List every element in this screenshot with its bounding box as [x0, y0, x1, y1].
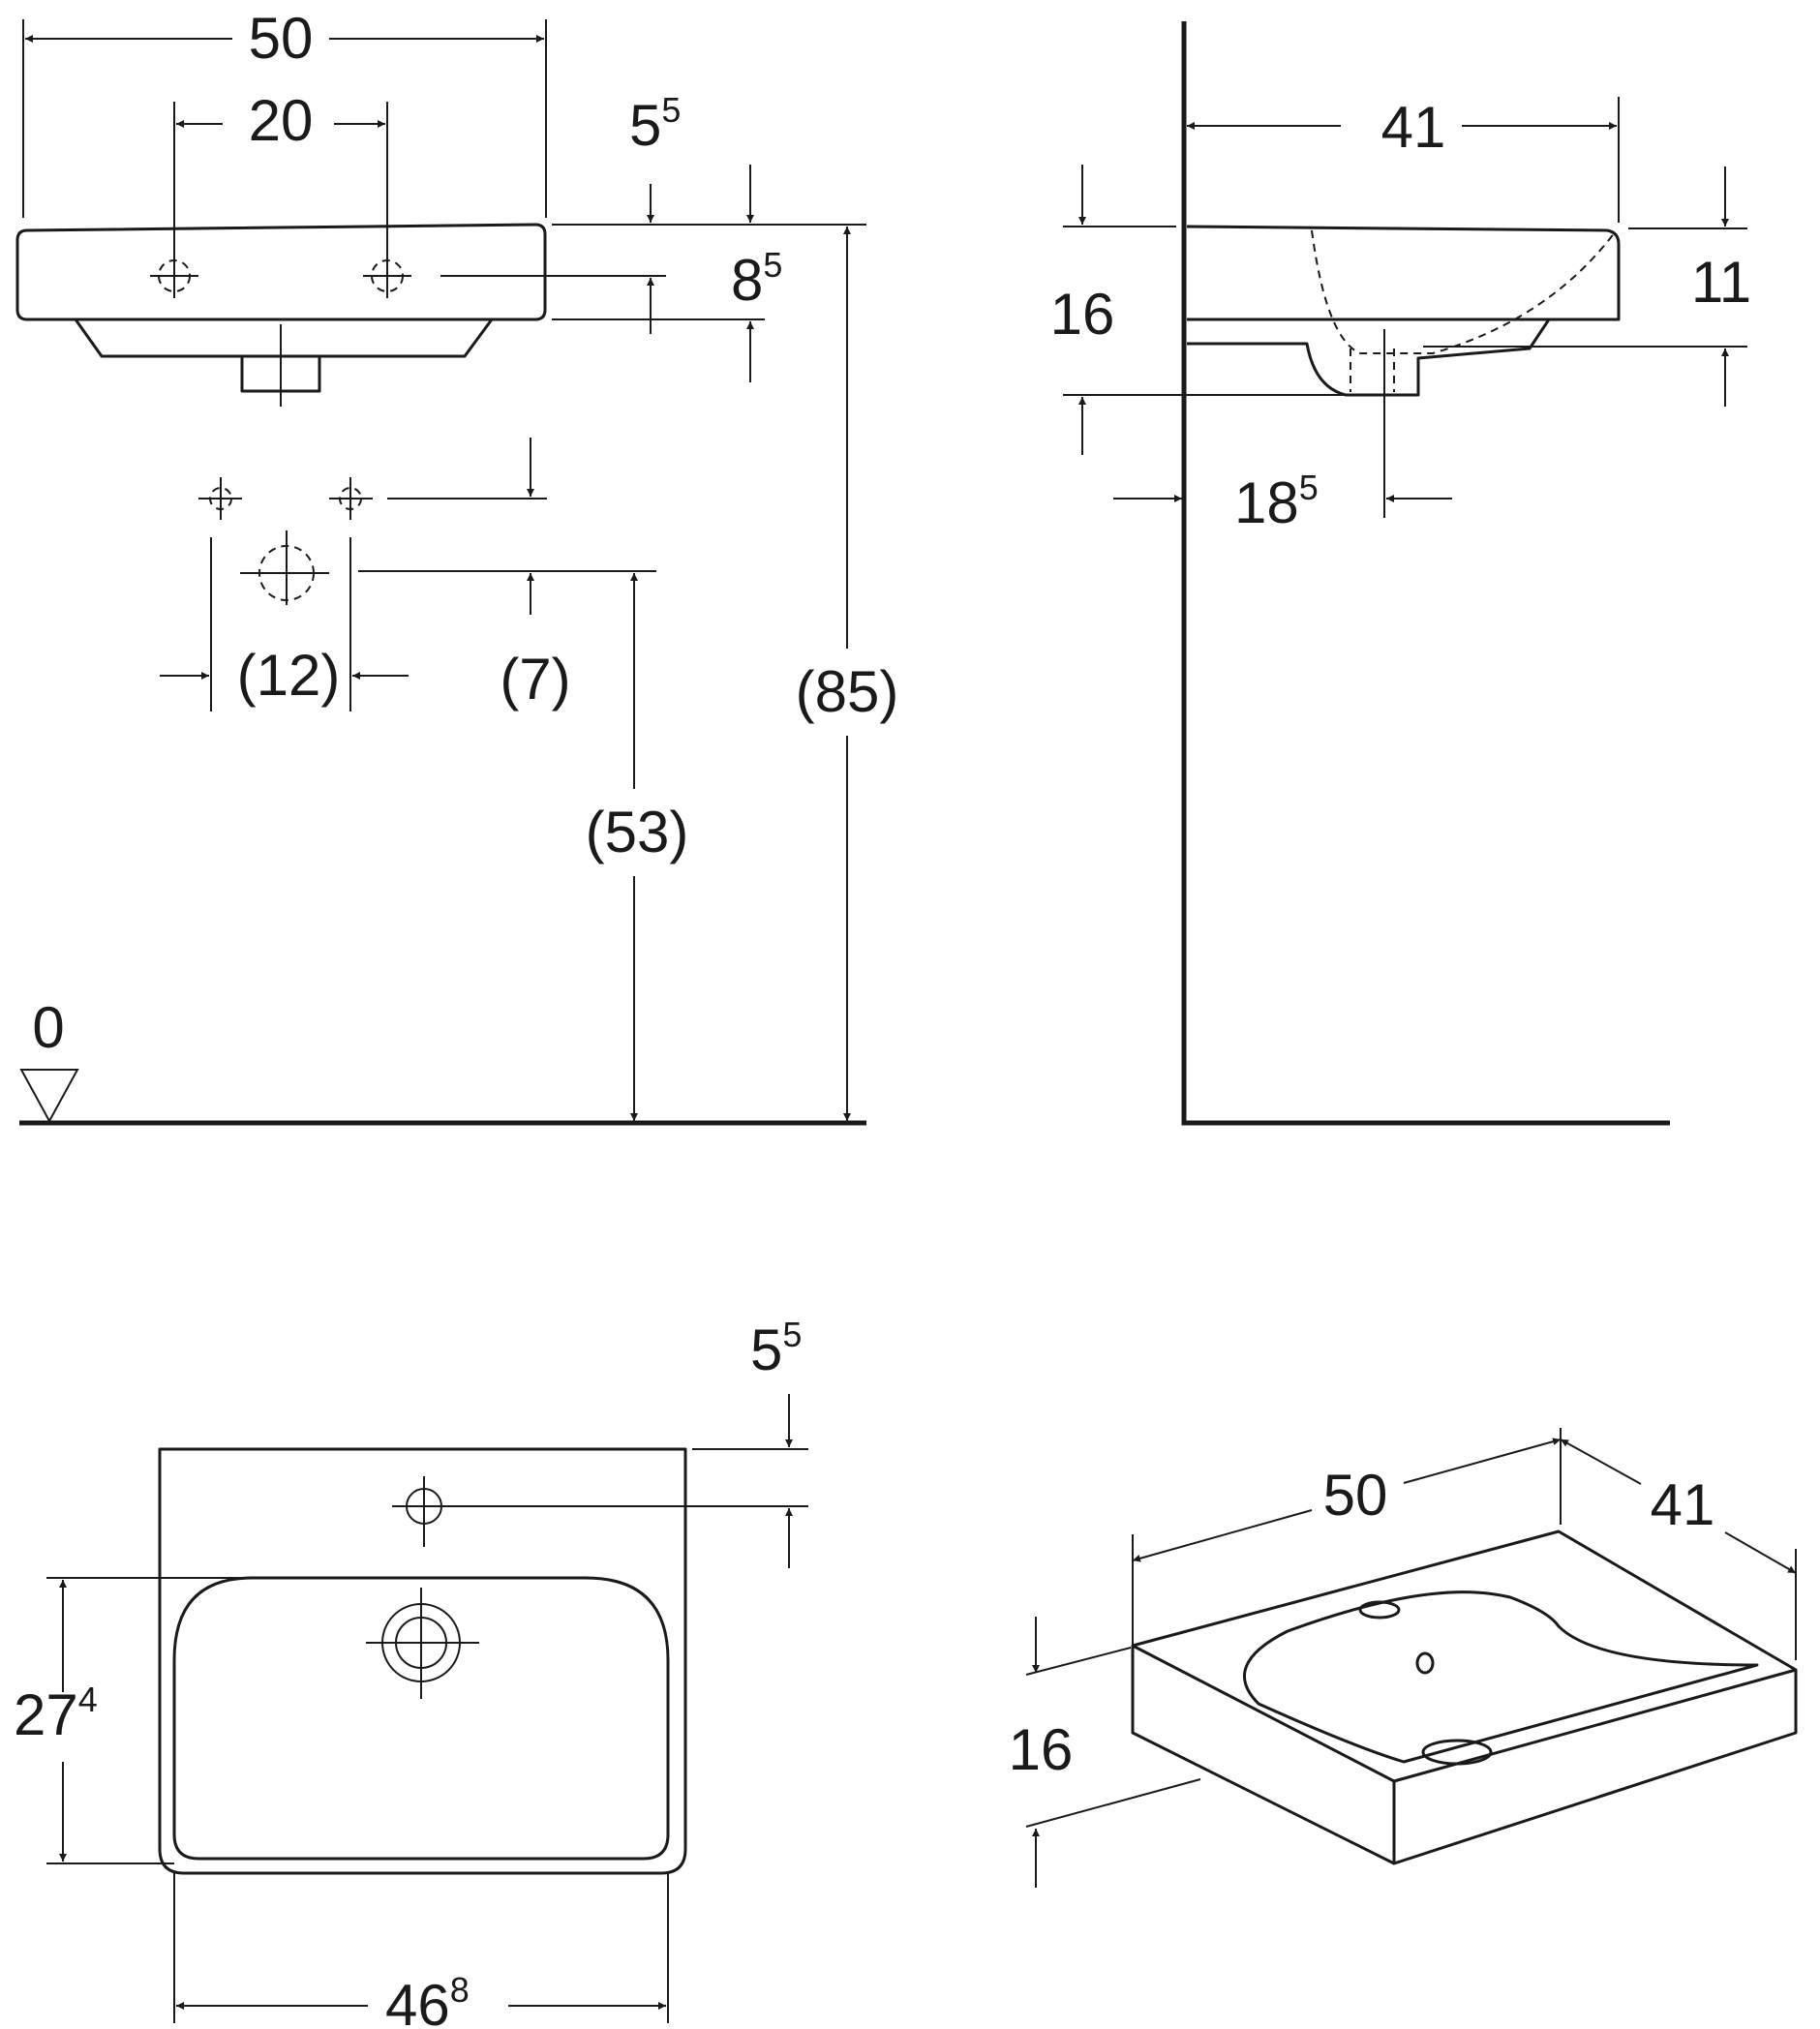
top-offset-base: 5 [629, 93, 661, 158]
bowl-width-base: 46 [385, 1973, 450, 2029]
tap-hole-right-icon [363, 254, 411, 298]
top-view-offset-sup: 5 [782, 1315, 802, 1354]
basin-front-outline [15, 223, 547, 321]
supply-point-left-icon [198, 477, 242, 520]
basin-top-outline [158, 1447, 687, 1875]
tap-spacing-label: 20 [249, 88, 314, 153]
bowl-depth-sup: 4 [78, 1680, 98, 1719]
side-view: 41 11 16 185 [1050, 21, 1751, 1126]
iso-tap-hole-icon [1358, 1600, 1401, 1620]
bowl-height-label: 11 [1691, 250, 1751, 315]
iso-width-label: 50 [1323, 1463, 1388, 1528]
front-view: 50 20 55 85 [15, 6, 899, 1126]
iso-drain-icon [1421, 1739, 1493, 1766]
wall-and-floor [1181, 21, 1670, 1126]
svg-text:55: 55 [750, 1315, 802, 1382]
waste-outlet-icon [240, 530, 329, 605]
svg-text:274: 274 [14, 1680, 98, 1747]
drain-hole-icon [366, 1588, 479, 1699]
svg-text:55: 55 [629, 90, 681, 158]
top-view: 55 274 468 [14, 1315, 808, 2029]
basin-side-outline [1186, 225, 1621, 321]
top-view-offset-base: 5 [750, 1317, 782, 1382]
drain-offset-sup: 5 [1299, 468, 1319, 507]
iso-height-label: 16 [1009, 1717, 1074, 1782]
rim-height-label: (85) [796, 659, 899, 724]
drain-offset-base: 18 [1234, 470, 1299, 535]
bowl-depth-base: 27 [14, 1682, 78, 1747]
top-offset-sup: 5 [661, 90, 681, 130]
basin-iso-outline [1131, 1529, 1798, 1865]
bowl-width-sup: 8 [450, 1970, 470, 2010]
floor-level-label: 0 [32, 995, 64, 1060]
isometric-view: 50 41 16 [1009, 1428, 1798, 1888]
basin-iso-bowl [1242, 1590, 1759, 1764]
side-height-label: 16 [1050, 282, 1115, 347]
svg-text:468: 468 [385, 1970, 470, 2029]
front-width-label: 50 [249, 6, 314, 71]
iso-depth-label: 41 [1651, 1472, 1715, 1537]
basin-underside [74, 318, 494, 358]
supply-spacing-label: (12) [237, 643, 341, 708]
tap-depth-base: 8 [731, 248, 763, 313]
tap-hole-icon [392, 1476, 456, 1547]
tap-hole-left-icon [150, 254, 198, 298]
side-depth-label: 41 [1381, 95, 1446, 160]
supply-height-label: (53) [586, 800, 689, 864]
supply-point-right-icon [329, 477, 373, 520]
supply-offset-label: (7) [500, 647, 570, 712]
svg-text:85: 85 [731, 245, 782, 313]
basin-bowl-outline [172, 1576, 670, 1861]
svg-text:185: 185 [1234, 468, 1319, 535]
level-marker-icon [19, 1069, 79, 1124]
tap-depth-sup: 5 [763, 245, 782, 285]
iso-overflow-icon [1415, 1651, 1435, 1675]
